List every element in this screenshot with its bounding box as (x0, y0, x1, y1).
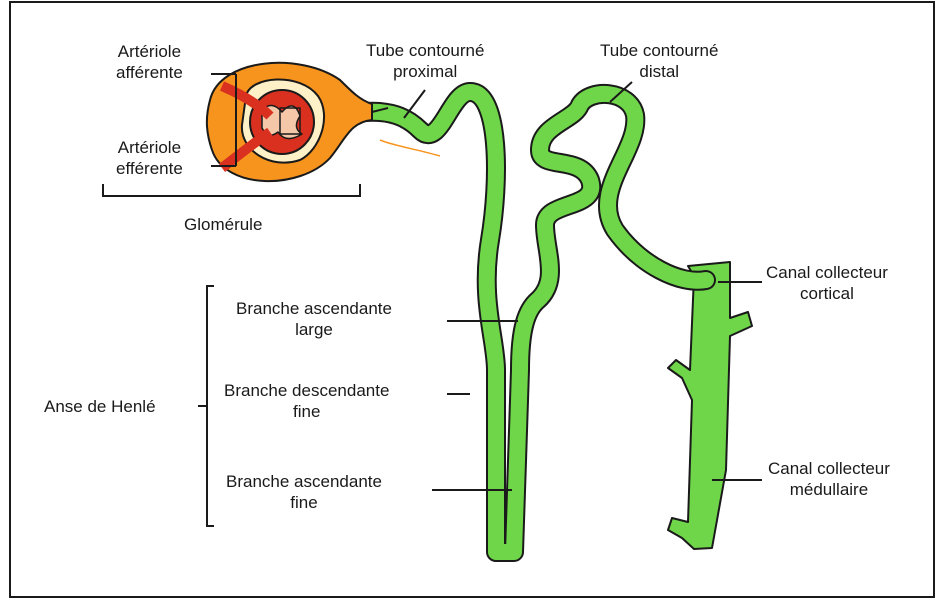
label-arteriole-afferente-line1: Artériole (116, 41, 183, 62)
label-arteriole-afferente: Artériole afférente (116, 41, 183, 83)
label-branche-ascendante-fine-line2: fine (226, 492, 382, 513)
label-branche-ascendante-large-line1: Branche ascendante (236, 298, 392, 319)
label-tube-distal-line2: distal (600, 61, 718, 82)
label-glomerule-text: Glomérule (184, 214, 262, 235)
label-arteriole-efferente-line2: efférente (116, 158, 183, 179)
label-branche-descendante-fine-line2: fine (224, 401, 389, 422)
collecting-duct (668, 262, 752, 549)
label-anse-henle: Anse de Henlé (44, 396, 156, 417)
label-canal-medullaire-line1: Canal collecteur (768, 458, 890, 479)
label-canal-cortical-line1: Canal collecteur (766, 262, 888, 283)
label-arteriole-efferente: Artériole efférente (116, 137, 183, 179)
label-tube-distal: Tube contourné distal (600, 40, 718, 82)
label-canal-cortical: Canal collecteur cortical (766, 262, 888, 304)
label-arteriole-afferente-line2: afférente (116, 62, 183, 83)
label-anse-henle-text: Anse de Henlé (44, 396, 156, 417)
label-canal-medullaire-line2: médullaire (768, 479, 890, 500)
label-tube-distal-line1: Tube contourné (600, 40, 718, 61)
renal-tubule (365, 92, 706, 552)
label-glomerule: Glomérule (184, 214, 262, 235)
label-branche-ascendante-large-line2: large (236, 319, 392, 340)
label-branche-ascendante-large: Branche ascendante large (236, 298, 392, 340)
label-branche-descendante-fine: Branche descendante fine (224, 380, 389, 422)
label-arteriole-efferente-line1: Artériole (116, 137, 183, 158)
label-branche-ascendante-fine: Branche ascendante fine (226, 471, 382, 513)
label-tube-proximal: Tube contourné proximal (366, 40, 484, 82)
label-tube-proximal-line1: Tube contourné (366, 40, 484, 61)
label-tube-proximal-line2: proximal (366, 61, 484, 82)
label-canal-cortical-line2: cortical (766, 283, 888, 304)
label-canal-medullaire: Canal collecteur médullaire (768, 458, 890, 500)
label-branche-ascendante-fine-line1: Branche ascendante (226, 471, 382, 492)
label-branche-descendante-fine-line1: Branche descendante (224, 380, 389, 401)
